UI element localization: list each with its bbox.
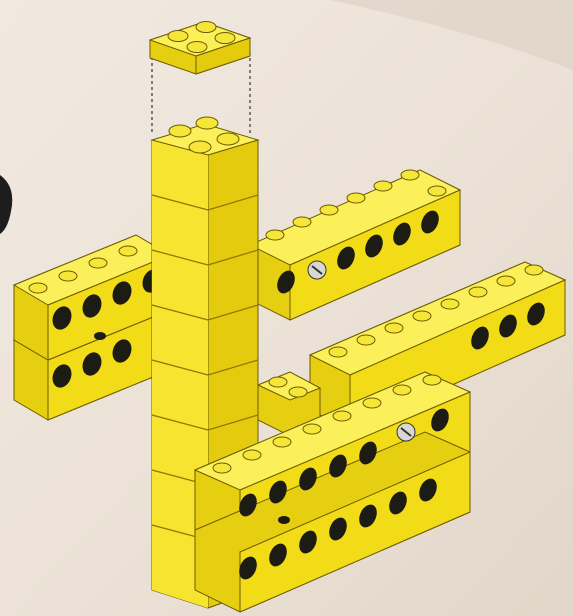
connector-pin-icon — [308, 261, 326, 279]
pin-hole — [94, 332, 106, 340]
pin-hole — [278, 516, 290, 524]
connector-pin-icon — [397, 423, 415, 441]
